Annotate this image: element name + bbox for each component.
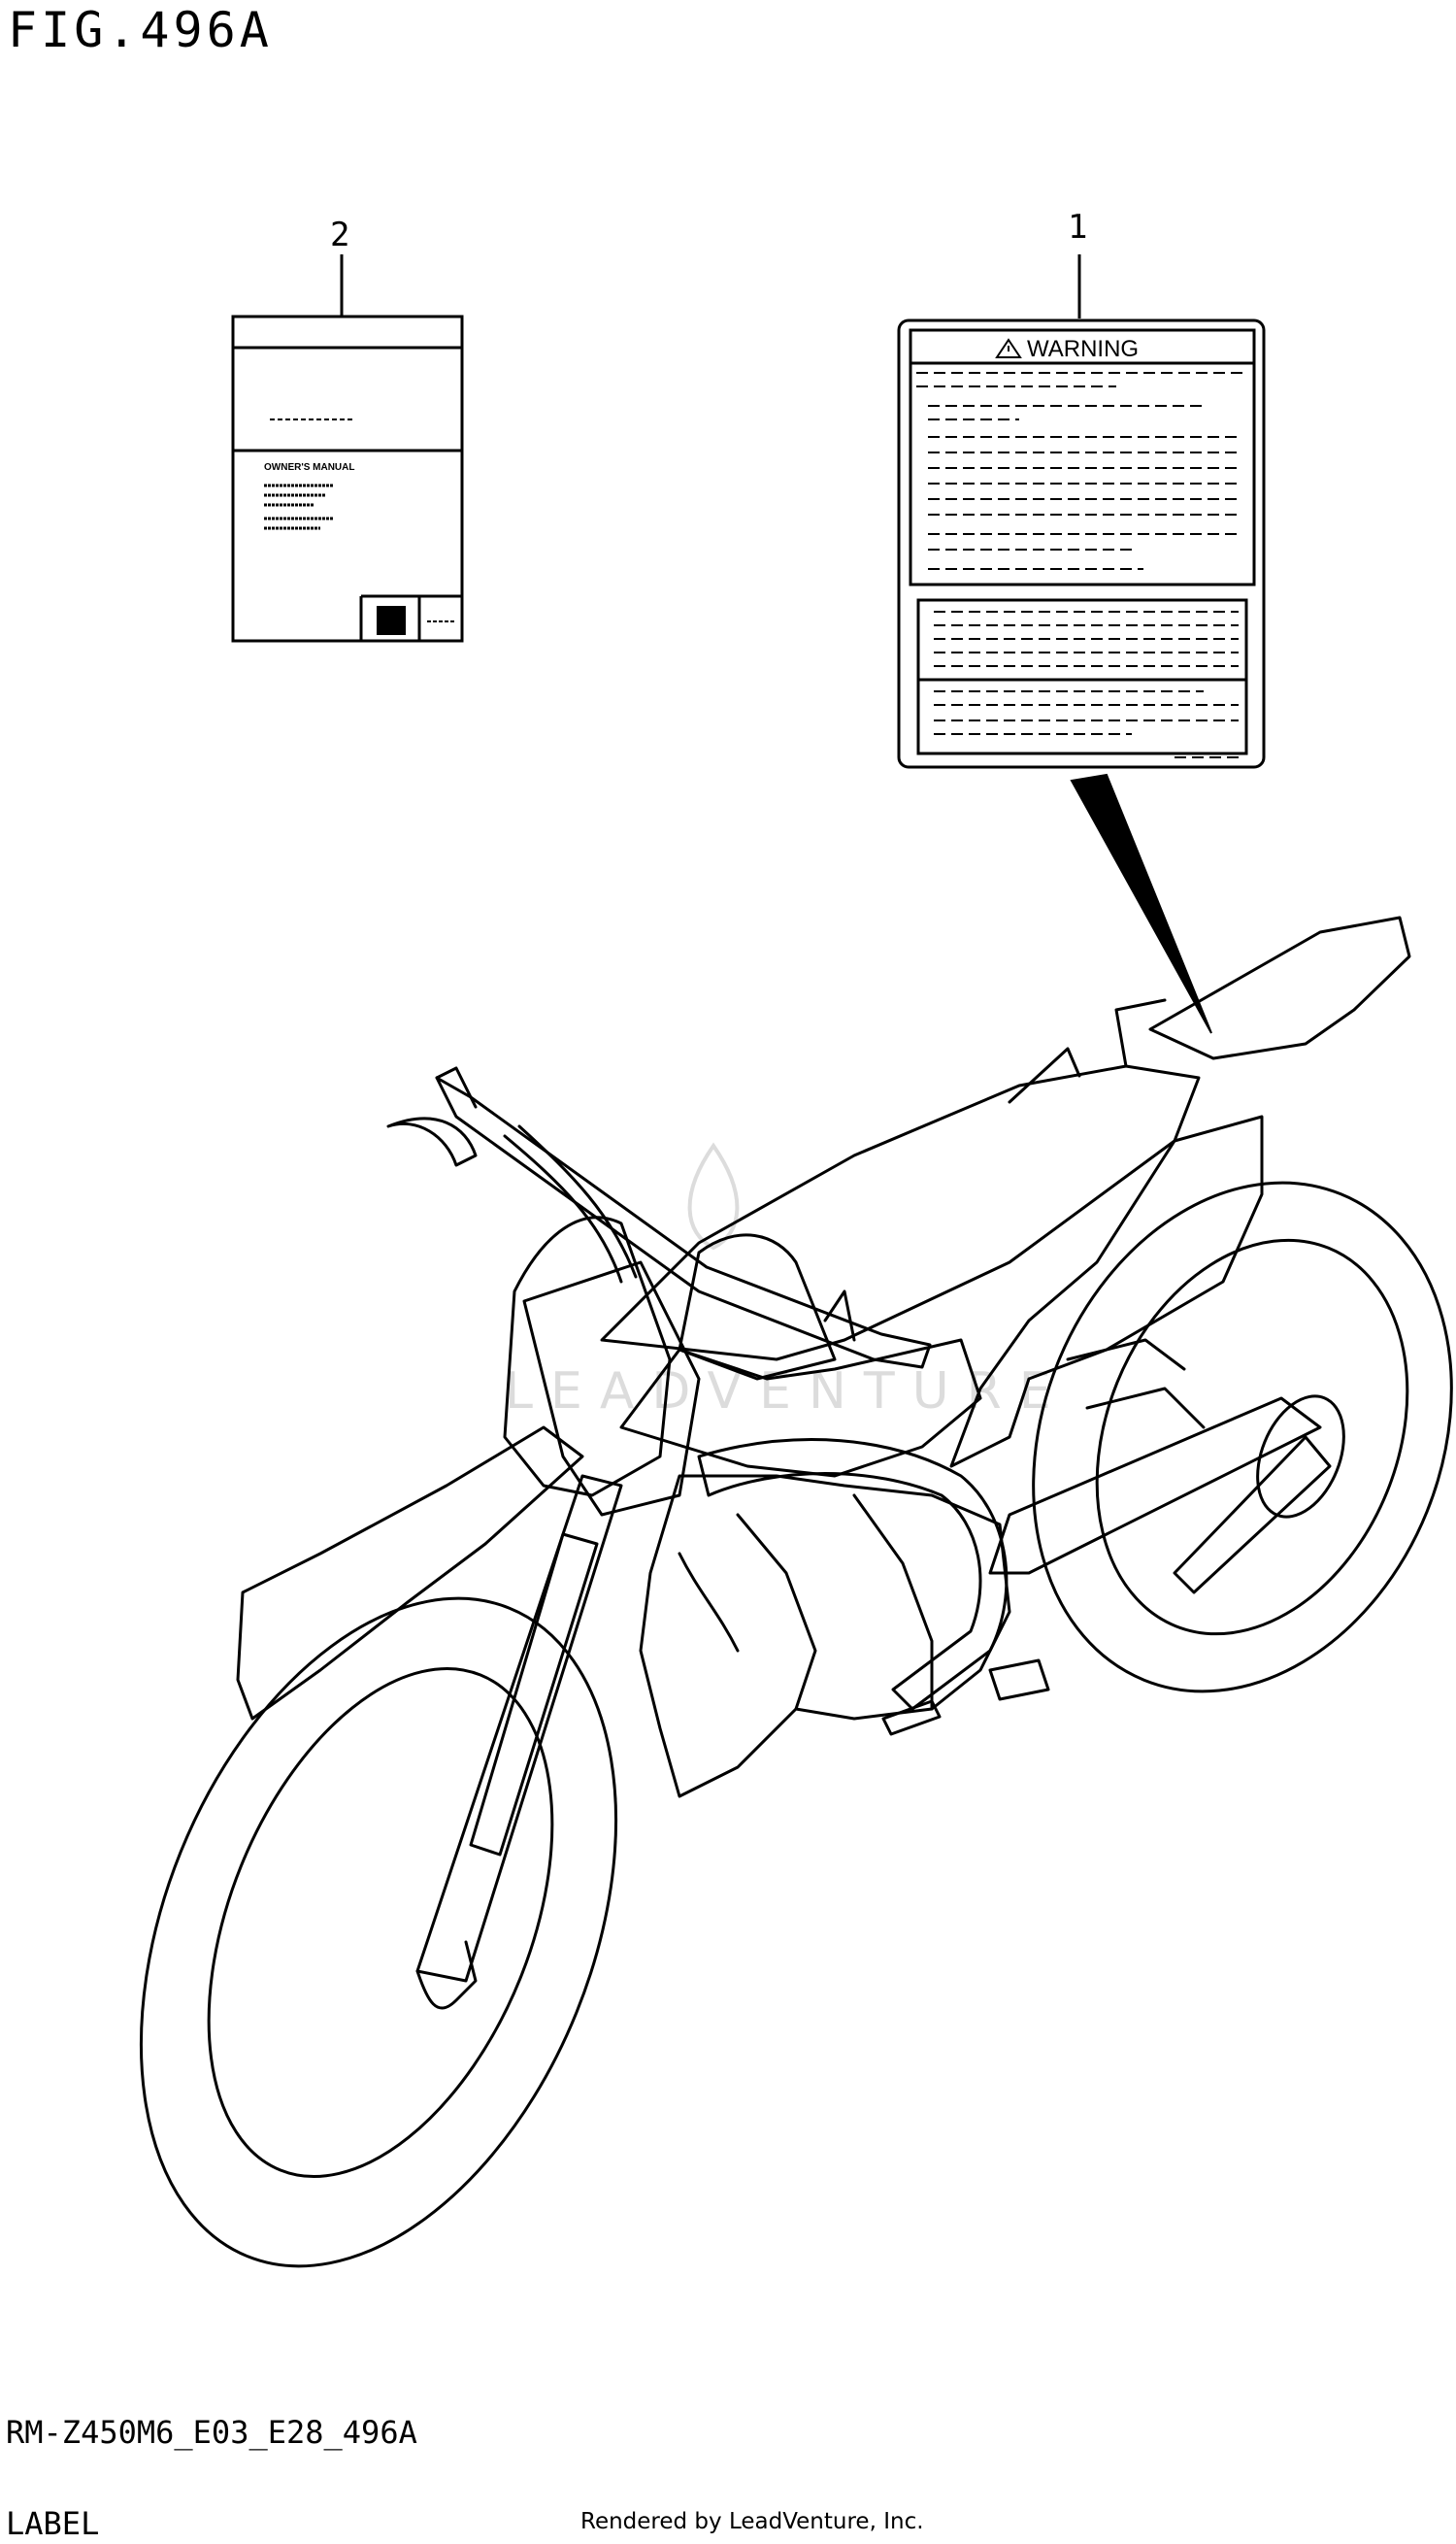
warning-triangle-icon [995, 338, 1022, 358]
engine [639, 1474, 1011, 1798]
watermark: LEADVENTURE [505, 1142, 1069, 1421]
callout-2[interactable]: 2 [330, 216, 350, 254]
rear-rim [1095, 1238, 1409, 1636]
fuel-tank [678, 1233, 837, 1381]
footpeg [881, 1699, 942, 1736]
callout-1[interactable]: 1 [1068, 208, 1088, 247]
front-wheel [139, 1596, 618, 2268]
label-location-pointer [1070, 773, 1212, 1034]
model-code: RM-Z450M6_E03_E28_496A [6, 2414, 417, 2451]
rear-wheel [1032, 1181, 1453, 1693]
manual-cover-text: OWNER'S MANUAL [264, 462, 354, 473]
front-fork [415, 1474, 623, 1983]
section-label: LABEL [6, 2505, 100, 2542]
figure-title: FIG.496A [8, 2, 273, 58]
exhaust-pipe [697, 1438, 1009, 1711]
warning-label-part[interactable] [897, 318, 1266, 769]
radiator-shroud [522, 1260, 701, 1517]
swingarm [988, 1396, 1322, 1575]
rear-fender [1148, 916, 1411, 1060]
watermark-text: LEADVENTURE [505, 1362, 1069, 1421]
warning-heading: WARNING [1027, 336, 1139, 362]
motorcycle-illustration [139, 916, 1453, 2268]
seat [600, 1064, 1201, 1361]
owners-manual-part[interactable] [231, 315, 464, 643]
manufacturer-logo-icon [377, 606, 406, 635]
render-credit: Rendered by LeadVenture, Inc. [580, 2509, 924, 2534]
front-rim [207, 1666, 554, 2179]
side-panel [949, 1115, 1264, 1468]
number-plate [503, 1216, 672, 1497]
front-fender [236, 1425, 584, 1721]
